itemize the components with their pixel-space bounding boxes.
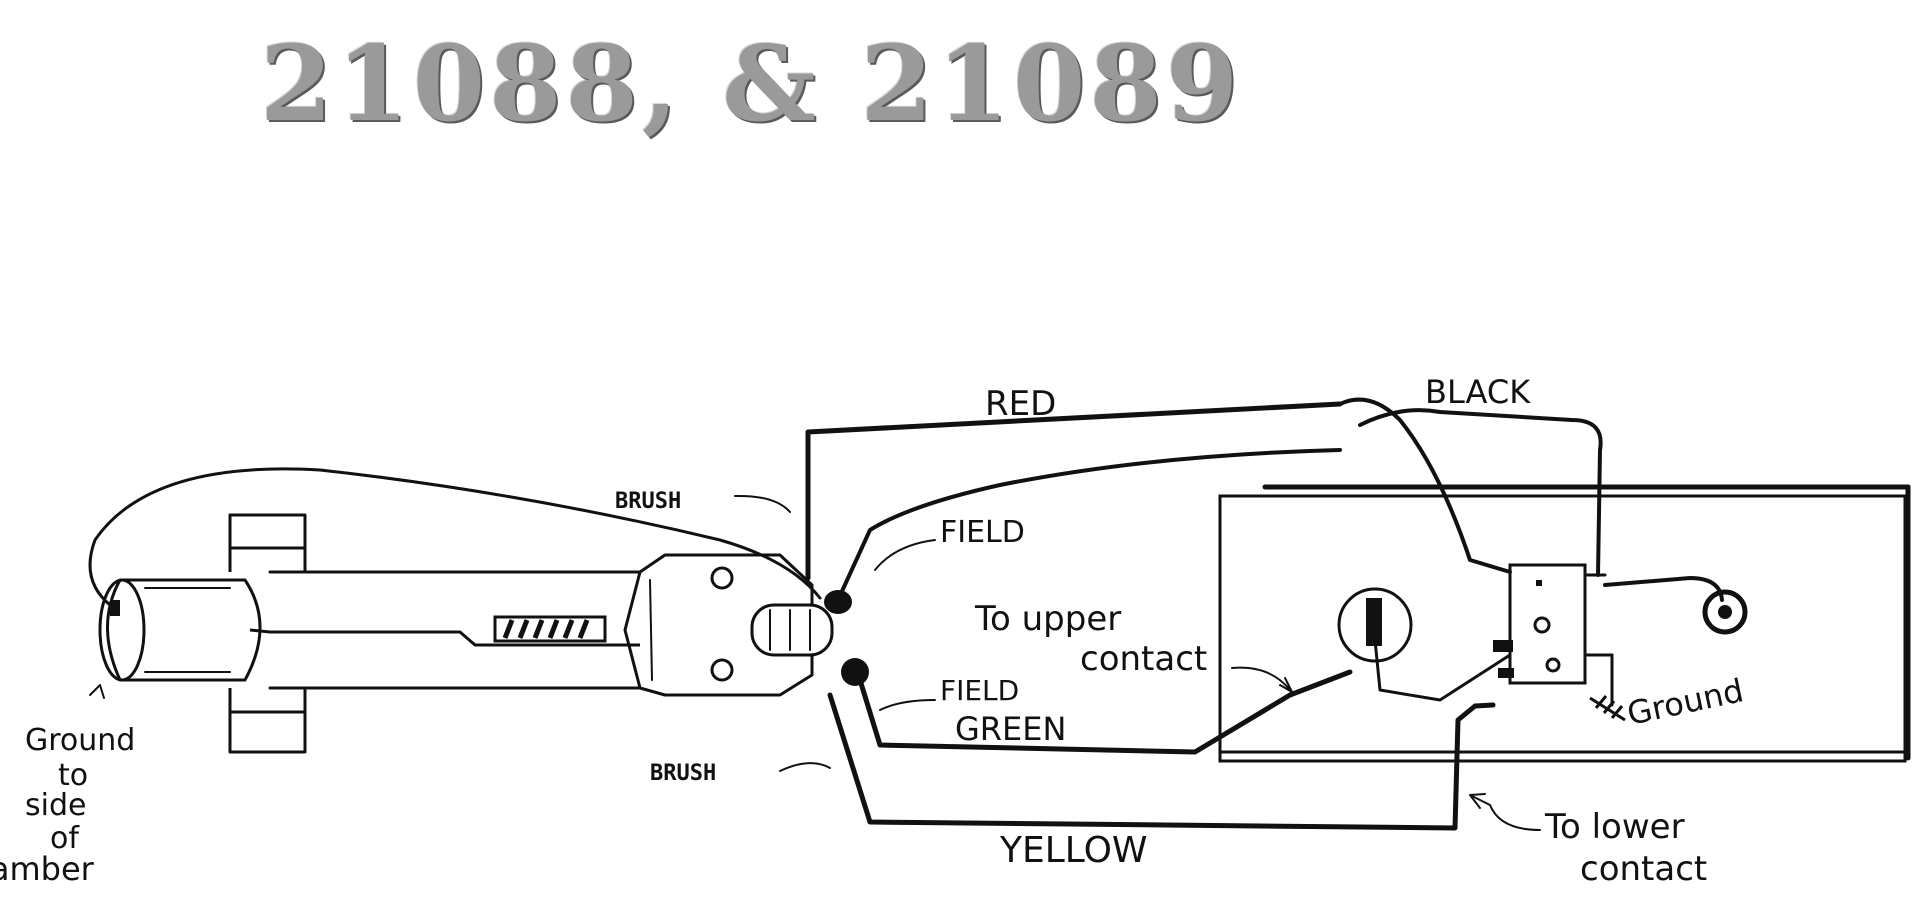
green-wire [857, 669, 1353, 755]
to-upper-arrow [1231, 666, 1293, 693]
label-field-top: FIELD [940, 515, 1025, 550]
label-ground-left-2: to [58, 758, 88, 793]
label-to-upper-2: contact [1080, 639, 1207, 679]
label-ground-left-4: of [50, 821, 80, 856]
label-to-lower-2: contact [1580, 849, 1707, 889]
label-to-upper-1: To upper [974, 599, 1121, 639]
label-ground-left-1: Ground [25, 723, 135, 758]
switch-box [1218, 484, 1911, 763]
label-green: GREEN [955, 710, 1066, 748]
label-yellow: YELLOW [999, 830, 1148, 871]
relay-block [1508, 563, 1587, 685]
black-wire-upper [1358, 408, 1603, 577]
label-ground-left-3: side [25, 788, 86, 823]
diagram-title: 21088, & 21089 [260, 22, 1243, 145]
label-black: BLACK [1425, 373, 1531, 411]
label-ground-right: Ground [1624, 671, 1747, 733]
upper-contact [1337, 587, 1413, 663]
black-wire [1338, 397, 1512, 574]
ground-lug [1589, 695, 1626, 722]
label-brush-top: BRUSH [615, 489, 681, 514]
label-ground-left-5: chamber [0, 850, 95, 888]
label-brush-bottom: BRUSH [650, 761, 716, 786]
label-to-lower-1: To lower [1544, 807, 1685, 847]
brush-terminal-bottom [841, 658, 869, 686]
label-field-bottom: FIELD [940, 674, 1019, 707]
field-wire-top [836, 448, 1342, 602]
output-terminal [1702, 589, 1748, 635]
ground-loop-wire [88, 467, 822, 607]
yellow-wire [827, 692, 1496, 831]
red-wire [805, 401, 1343, 581]
output-wire [1603, 576, 1724, 602]
upper-contact-wire [1373, 638, 1512, 702]
label-red: RED [985, 384, 1056, 424]
commutator [750, 603, 834, 657]
